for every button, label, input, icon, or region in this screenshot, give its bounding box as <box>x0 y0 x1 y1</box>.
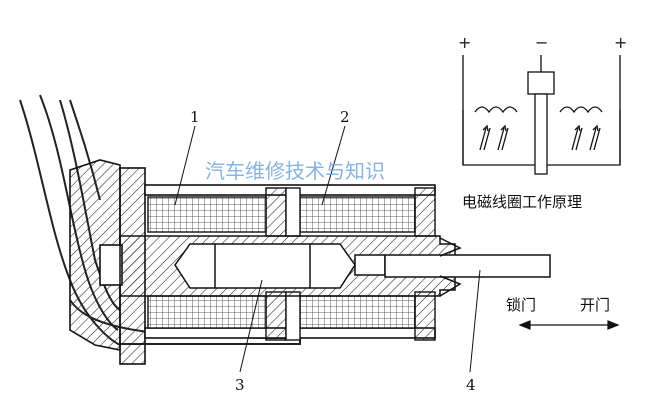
plunger <box>174 243 386 289</box>
terminal-right-positive: + <box>614 33 627 52</box>
callout-4: 4 <box>466 376 476 394</box>
leader-lines <box>174 125 481 373</box>
callout-3: 3 <box>235 376 245 394</box>
coil-caption: 电磁线圈工作原理 <box>462 193 582 211</box>
push-rod <box>384 237 551 297</box>
terminal-middle-negative: − <box>535 33 548 52</box>
coil-principle-inset <box>462 55 621 175</box>
unlock-label: 开门 <box>580 296 610 314</box>
lock-label: 锁门 <box>506 296 536 314</box>
callout-2: 2 <box>340 108 350 126</box>
callout-1: 1 <box>190 108 200 126</box>
direction-arrow <box>518 320 620 330</box>
coils <box>147 196 416 329</box>
terminal-left-positive: + <box>458 33 471 52</box>
watermark: 汽车维修技术与知识 <box>205 159 385 183</box>
